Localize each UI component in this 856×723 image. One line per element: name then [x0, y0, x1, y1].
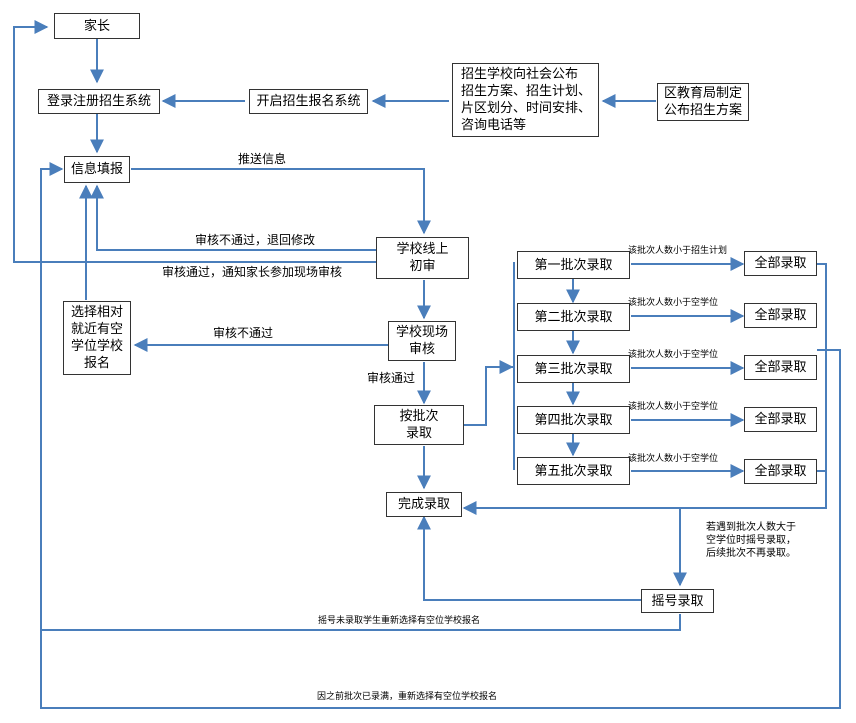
edge-batch-first: [464, 262, 515, 426]
node-parent: 家长: [54, 13, 140, 39]
label-batch-cond-5: 该批次人数小于空学位: [628, 454, 719, 464]
node-all-admit-4: 全部录取: [744, 407, 817, 432]
node-complete: 完成录取: [386, 492, 462, 517]
node-register: 登录注册招生系统: [38, 89, 160, 114]
node-nearby-school: 选择相对 就近有空 学位学校 报名: [63, 301, 131, 375]
node-info-fill: 信息填报: [64, 156, 130, 183]
node-batch-3: 第三批次录取: [517, 355, 630, 383]
label-push-info: 推送信息: [238, 152, 287, 166]
node-all-admit-2: 全部录取: [744, 303, 817, 328]
label-review-fail-return: 审核不通过，退回修改: [195, 233, 316, 247]
node-all-admit-5: 全部录取: [744, 459, 817, 484]
label-lottery-unadmitted: 摇号未录取学生重新选择有空位学校报名: [318, 616, 481, 626]
node-batch-4: 第四批次录取: [517, 406, 630, 434]
label-review-pass: 审核通过: [367, 371, 416, 385]
label-batch-cond-2: 该批次人数小于空学位: [628, 298, 719, 308]
node-publish: 招生学校向社会公布 招生方案、招生计划、 片区划分、时间安排、 咨询电话等: [452, 63, 599, 137]
node-onsite-review: 学校现场 审核: [388, 321, 456, 361]
edge-online-parent: [13, 20, 376, 263]
node-bureau: 区教育局制定 公布招生方案: [657, 83, 749, 121]
node-all-admit-1: 全部录取: [744, 251, 817, 276]
edge-lottery-complete: [417, 515, 641, 601]
node-all-admit-3: 全部录取: [744, 355, 817, 380]
label-batch-cond-3: 该批次人数小于空学位: [628, 350, 719, 360]
node-batch-1: 第一批次录取: [517, 251, 630, 279]
node-lottery: 摇号录取: [641, 589, 714, 613]
label-batch-cond-1: 该批次人数小于招生计划: [628, 246, 728, 256]
edge-all-complete: [817, 263, 827, 472]
label-batch-cond-4: 该批次人数小于空学位: [628, 402, 719, 412]
label-review-pass-notify: 审核通过，通知家长参加现场审核: [162, 265, 343, 279]
label-batch-full: 因之前批次已录满，重新选择有空位学校报名: [317, 692, 498, 702]
node-batch-admit: 按批次 录取: [374, 405, 464, 445]
label-lottery-note: 若遇到批次人数大于 空学位时摇号录取， 后续批次不再录取。: [706, 522, 796, 559]
edge-lottery-info: [41, 614, 681, 631]
edge-info-online: [131, 168, 431, 235]
edge-right-complete: [462, 471, 827, 515]
edge-batchfull-info: [40, 162, 841, 709]
node-open-system: 开启招生报名系统: [249, 89, 368, 114]
node-batch-2: 第二批次录取: [517, 303, 630, 331]
edge-online-info-fail: [90, 184, 376, 251]
label-review-fail: 审核不通过: [213, 326, 274, 340]
node-online-review: 学校线上 初审: [376, 237, 469, 279]
node-batch-5: 第五批次录取: [517, 457, 630, 485]
